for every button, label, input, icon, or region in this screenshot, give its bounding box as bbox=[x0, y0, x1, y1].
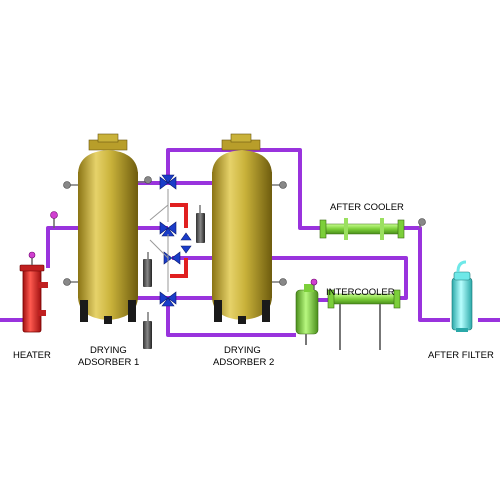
pressure-gauge-heater-line bbox=[50, 211, 58, 228]
valve-hot-loop bbox=[180, 232, 192, 254]
drying-adsorber-1 bbox=[78, 133, 138, 324]
valve-lower-mid bbox=[163, 251, 181, 265]
heater bbox=[19, 251, 48, 333]
label-heater: HEATER bbox=[13, 350, 51, 361]
label-drying-adsorber-1-line1: DRYING bbox=[90, 345, 127, 356]
silencer-upper bbox=[196, 205, 205, 243]
valve-upper-mid bbox=[159, 221, 177, 237]
pressure-gauge-after-cooler bbox=[418, 218, 426, 228]
label-drying-adsorber-1-line2: ADSORBER 1 bbox=[78, 357, 139, 368]
label-after-filter: AFTER FILTER bbox=[428, 350, 494, 361]
silencer-cylinders bbox=[143, 205, 205, 349]
silencer-middle bbox=[143, 252, 152, 287]
process-pipes bbox=[0, 148, 500, 337]
drying-adsorber-2 bbox=[212, 133, 272, 324]
valve-bottom bbox=[159, 291, 177, 307]
label-intercooler: INTERCOOLER bbox=[326, 287, 395, 298]
intercooler-return-pipe bbox=[272, 256, 408, 300]
pressure-gauge-intercooler bbox=[310, 278, 318, 290]
pressure-gauges-adsorber-2 bbox=[272, 181, 287, 286]
switching-valves bbox=[159, 174, 192, 307]
valve-interconnects bbox=[149, 189, 169, 292]
silencer-lower bbox=[143, 312, 152, 349]
aftercooler-out-pipe bbox=[402, 226, 450, 322]
label-drying-adsorber-2-line1: DRYING bbox=[224, 345, 261, 356]
after-cooler bbox=[319, 218, 405, 240]
label-after-cooler: AFTER COOLER bbox=[330, 202, 404, 213]
after-filter bbox=[451, 260, 473, 332]
intercooler bbox=[295, 284, 401, 350]
center-to-intercooler-pipe bbox=[166, 300, 296, 337]
label-drying-adsorber-2-line2: ADSORBER 2 bbox=[213, 357, 274, 368]
hot-gas-loop bbox=[170, 203, 188, 278]
center-top-pipe bbox=[166, 148, 322, 230]
pressure-gauges-adsorber-1 bbox=[63, 176, 152, 286]
valve-top bbox=[159, 174, 177, 190]
